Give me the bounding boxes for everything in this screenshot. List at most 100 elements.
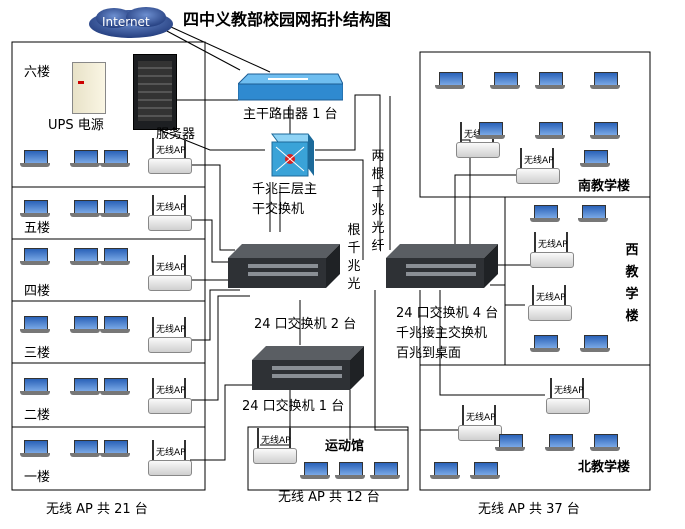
switch-4-label-3: 百兆到桌面 xyxy=(396,346,462,361)
wireless-ap-label: 无线AP xyxy=(261,436,291,446)
laptop-icon xyxy=(20,378,50,396)
wireless-ap-icon: 无线AP xyxy=(148,378,192,416)
laptop-icon xyxy=(70,200,100,218)
floor-label-1: 一楼 xyxy=(24,470,51,485)
server-label: 服务器 xyxy=(156,127,196,142)
south-building-label: 南教学楼 xyxy=(578,179,631,194)
laptop-icon xyxy=(100,316,130,334)
laptop-icon xyxy=(100,378,130,396)
laptop-icon xyxy=(590,434,620,452)
laptop-icon xyxy=(530,335,560,353)
wireless-ap-icon: 无线AP xyxy=(253,428,297,466)
laptop-icon xyxy=(300,462,330,480)
laptop-icon xyxy=(580,150,610,168)
wireless-ap-label: 无线AP xyxy=(536,293,566,303)
laptop-icon xyxy=(100,248,130,266)
laptop-icon xyxy=(590,72,620,90)
laptop-icon xyxy=(530,205,560,223)
wireless-ap-label: 无线AP xyxy=(156,146,186,156)
wireless-ap-label: 无线AP xyxy=(538,240,568,250)
wireless-ap-icon: 无线AP xyxy=(528,285,572,323)
wireless-ap-label: 无线AP xyxy=(156,203,186,213)
laptop-icon xyxy=(20,248,50,266)
north-building-label: 北教学楼 xyxy=(578,460,631,475)
laptop-icon xyxy=(535,122,565,140)
laptop-icon xyxy=(580,335,610,353)
wireless-ap-icon: 无线AP xyxy=(458,405,502,443)
ups-label: UPS 电源 xyxy=(48,118,104,133)
switch-2-icon xyxy=(228,242,340,290)
ups-icon xyxy=(72,62,106,114)
floor-label-3: 三楼 xyxy=(24,346,51,361)
laptop-icon xyxy=(370,462,400,480)
wireless-ap-label: 无线AP xyxy=(524,156,554,166)
laptop-icon xyxy=(100,200,130,218)
laptop-icon xyxy=(490,72,520,90)
switch-1-label: 24 口交换机 1 台 xyxy=(242,399,345,414)
wireless-ap-label: 无线AP xyxy=(156,386,186,396)
wireless-ap-icon: 无线AP xyxy=(148,138,192,176)
floor-label-6: 六楼 xyxy=(24,65,51,80)
laptop-icon xyxy=(70,248,100,266)
laptop-icon xyxy=(70,378,100,396)
laptop-icon xyxy=(20,316,50,334)
diagram-title: 四中义教部校园网拓扑结构图 xyxy=(183,10,392,29)
wireless-ap-label: 无线AP xyxy=(156,263,186,273)
internet-label: Internet xyxy=(102,15,150,29)
laptop-icon xyxy=(578,205,608,223)
main-router-icon xyxy=(236,72,344,102)
laptop-icon xyxy=(475,122,505,140)
switch-1-icon xyxy=(252,344,364,392)
laptop-icon xyxy=(535,72,565,90)
laptop-icon xyxy=(70,440,100,458)
laptop-icon xyxy=(335,462,365,480)
floor-label-5: 五楼 xyxy=(24,221,51,236)
laptop-icon xyxy=(545,434,575,452)
laptop-icon xyxy=(590,122,620,140)
floor-label-2: 二楼 xyxy=(24,408,51,423)
main-router-label: 主干路由器 1 台 xyxy=(243,107,338,122)
laptop-icon xyxy=(470,462,500,480)
laptop-icon xyxy=(435,72,465,90)
wireless-ap-icon: 无线AP xyxy=(148,255,192,293)
internet-cloud-icon: Internet xyxy=(86,6,176,40)
switch-4-label-1: 24 口交换机 4 台 xyxy=(396,306,499,321)
gym-label: 运动馆 xyxy=(325,439,365,454)
laptop-icon xyxy=(20,150,50,168)
floor-label-4: 四楼 xyxy=(24,284,51,299)
wireless-ap-icon: 无线AP xyxy=(148,317,192,355)
server-rack-icon xyxy=(133,54,177,130)
laptop-icon xyxy=(100,150,130,168)
core-switch-icon xyxy=(264,132,315,178)
laptop-icon xyxy=(430,462,460,480)
wireless-ap-icon: 无线AP xyxy=(546,378,590,416)
left-ap-total: 无线 AP 共 21 台 xyxy=(46,502,148,517)
wireless-ap-label: 无线AP xyxy=(554,386,584,396)
middle-ap-total: 无线 AP 共 12 台 xyxy=(278,490,380,505)
laptop-icon xyxy=(495,434,525,452)
switch-4-icon xyxy=(386,242,498,290)
wireless-ap-label: 无线AP xyxy=(156,448,186,458)
west-building-label: 西教学楼 xyxy=(625,243,639,324)
wireless-ap-icon: 无线AP xyxy=(530,232,574,270)
wireless-ap-label: 无线AP xyxy=(156,325,186,335)
laptop-icon xyxy=(70,150,100,168)
floor1-box xyxy=(11,426,206,491)
wireless-ap-icon: 无线AP xyxy=(148,195,192,233)
core-switch-label-1: 千兆三层主 xyxy=(252,182,318,197)
two-fiber-label: 两根千兆光纤 xyxy=(371,149,385,254)
switch-4-label-2: 千兆接主交换机 xyxy=(396,326,488,341)
laptop-icon xyxy=(100,440,130,458)
switch-2-label: 24 口交换机 2 台 xyxy=(254,317,357,332)
one-fiber-label: 根千兆光 xyxy=(347,223,361,292)
laptop-icon xyxy=(70,316,100,334)
laptop-icon xyxy=(20,440,50,458)
laptop-icon xyxy=(20,200,50,218)
core-switch-label-2: 干交换机 xyxy=(252,202,305,217)
wireless-ap-label: 无线AP xyxy=(466,413,496,423)
wireless-ap-icon: 无线AP xyxy=(148,440,192,478)
right-ap-total: 无线 AP 共 37 台 xyxy=(478,502,580,517)
wireless-ap-icon: 无线AP xyxy=(516,148,560,186)
gym-box xyxy=(247,426,409,491)
